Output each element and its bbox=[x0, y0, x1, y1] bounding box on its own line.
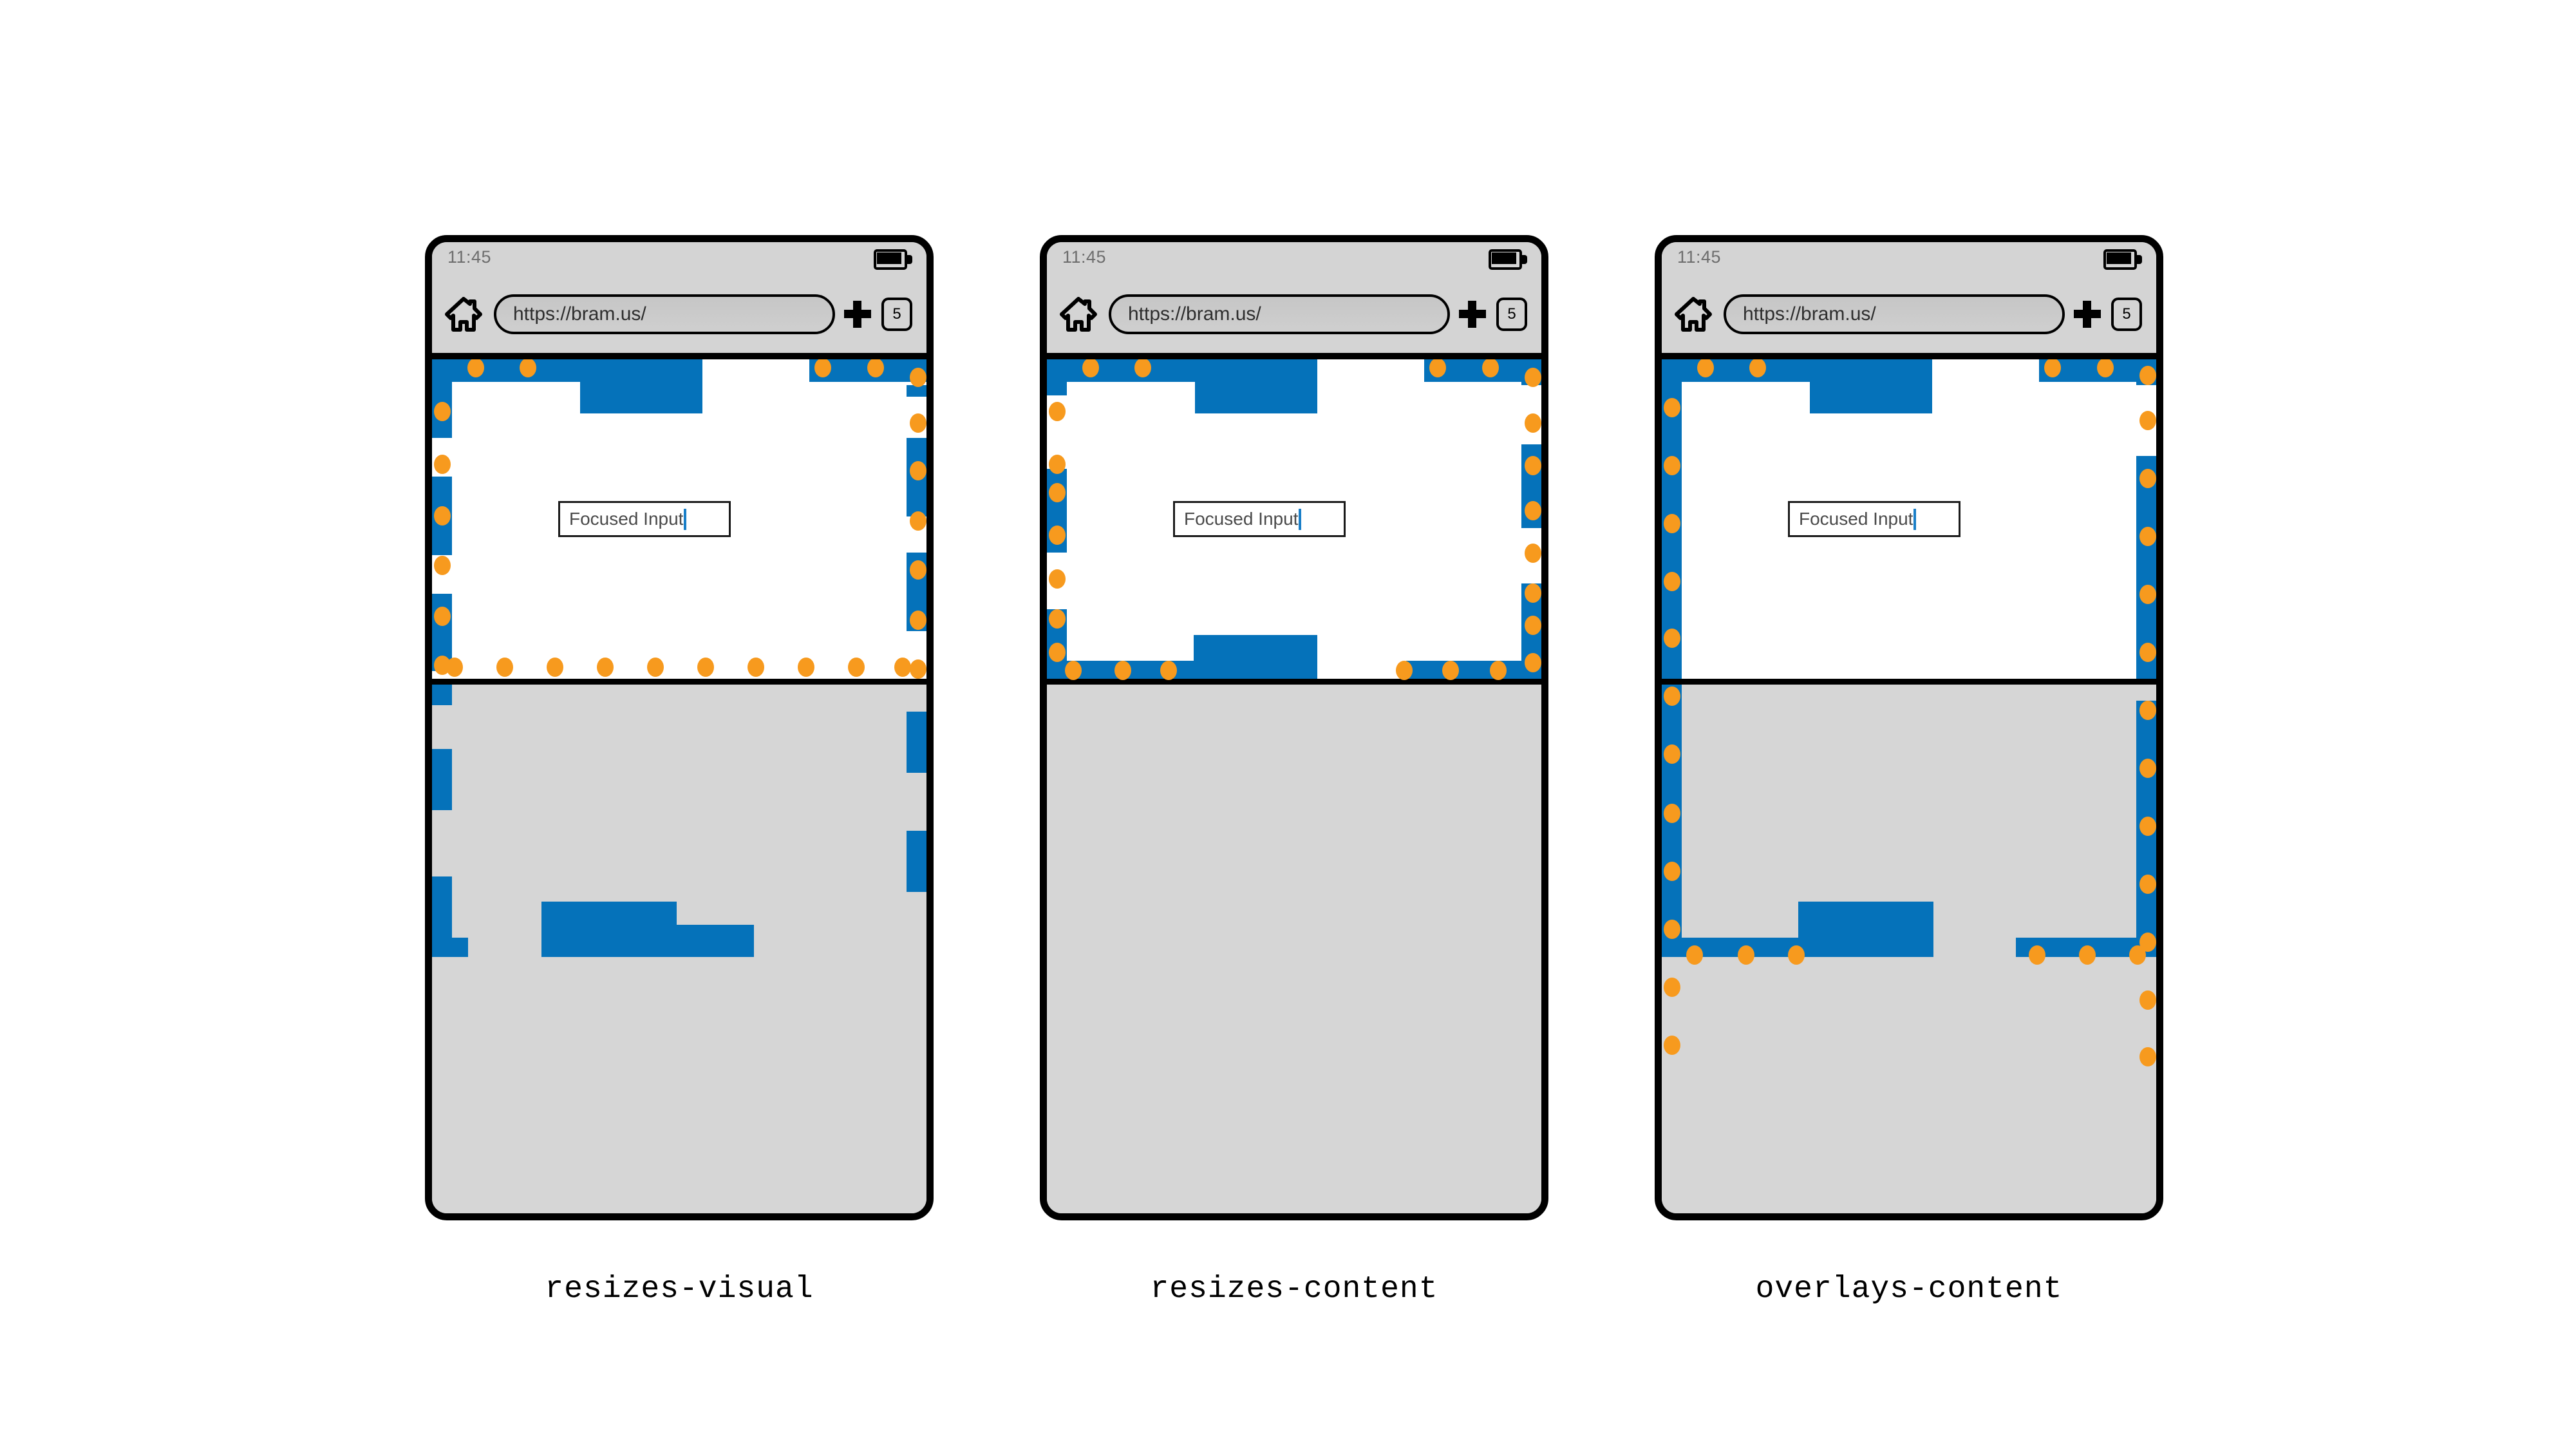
blue-bar bbox=[2136, 359, 2156, 385]
caption-resizes-visual: resizes-visual bbox=[545, 1272, 814, 1307]
blue-bar bbox=[1056, 359, 1195, 382]
blue-bar bbox=[1195, 359, 1317, 413]
blue-bar bbox=[1521, 359, 1541, 385]
blue-bar bbox=[1047, 359, 1067, 395]
phone-overlays-content: 11:45 https://bram.us/ 5 bbox=[1655, 235, 2163, 1220]
focused-input-text: Focused Input bbox=[1799, 509, 1913, 529]
blue-bar bbox=[1662, 685, 1682, 957]
blue-bar bbox=[1810, 359, 1932, 413]
caption-overlays-content: overlays-content bbox=[1755, 1272, 2063, 1307]
plus-icon[interactable] bbox=[1459, 301, 1486, 328]
focused-input[interactable]: Focused Input bbox=[558, 501, 731, 537]
viewport-keyboard-divider bbox=[1662, 679, 2156, 685]
url-bar[interactable]: https://bram.us/ bbox=[1724, 294, 2065, 334]
tab-count-button[interactable]: 5 bbox=[881, 298, 912, 331]
battery-nub bbox=[1522, 255, 1527, 264]
focused-input-text: Focused Input bbox=[569, 509, 684, 529]
blue-bar bbox=[809, 359, 926, 382]
blue-bar bbox=[2136, 701, 2156, 957]
blue-bar bbox=[432, 876, 452, 938]
focused-input[interactable]: Focused Input bbox=[1173, 501, 1346, 537]
browser-chrome: 11:45 https://bram.us/ 5 bbox=[1662, 242, 2156, 359]
browser-toolbar: https://bram.us/ 5 bbox=[1047, 276, 1541, 353]
keyboard-pane bbox=[1662, 685, 2156, 1213]
visual-viewport-pane: Focused Input bbox=[432, 359, 926, 679]
url-bar[interactable]: https://bram.us/ bbox=[494, 294, 835, 334]
status-bar: 11:45 bbox=[432, 242, 926, 276]
status-clock: 11:45 bbox=[1677, 247, 1722, 267]
tab-count-button[interactable]: 5 bbox=[1496, 298, 1527, 331]
blue-bar bbox=[580, 359, 702, 413]
blue-bar bbox=[677, 925, 754, 957]
viewport-keyboard-divider bbox=[432, 679, 926, 685]
url-text: https://bram.us/ bbox=[1128, 303, 1261, 325]
home-icon[interactable] bbox=[1675, 297, 1712, 332]
blue-bar bbox=[432, 359, 452, 438]
battery-icon bbox=[1489, 249, 1527, 270]
blue-bar bbox=[441, 359, 580, 382]
keyboard-pane bbox=[1047, 685, 1541, 1213]
battery-nub bbox=[2137, 255, 2142, 264]
blue-bar bbox=[432, 938, 468, 957]
text-caret bbox=[1913, 508, 1917, 530]
blue-bar bbox=[1047, 469, 1067, 553]
blue-bar bbox=[432, 594, 452, 671]
phone-resizes-visual: 11:45 https://bram.us/ 5 bbox=[425, 235, 934, 1220]
battery-icon bbox=[2103, 249, 2142, 270]
plus-icon[interactable] bbox=[844, 301, 871, 328]
layout-viewport-pane: Focused Input bbox=[1047, 359, 1541, 679]
blue-bar bbox=[907, 553, 926, 631]
blue-bar bbox=[2016, 938, 2156, 957]
battery-fill bbox=[1492, 252, 1516, 264]
blue-bar bbox=[1194, 635, 1317, 679]
home-icon[interactable] bbox=[445, 297, 482, 332]
status-clock: 11:45 bbox=[1062, 247, 1107, 267]
tab-count-button[interactable]: 5 bbox=[2111, 298, 2142, 331]
blue-bar bbox=[1406, 661, 1541, 679]
blue-bar bbox=[907, 438, 926, 516]
blue-bar bbox=[432, 685, 452, 705]
home-icon[interactable] bbox=[1060, 297, 1097, 332]
blue-bar bbox=[1798, 902, 1933, 957]
text-caret bbox=[1299, 508, 1302, 530]
battery-fill bbox=[2107, 252, 2131, 264]
battery-icon bbox=[874, 249, 912, 270]
blue-bar bbox=[1047, 661, 1194, 679]
blue-bar bbox=[907, 831, 926, 892]
status-bar: 11:45 bbox=[1662, 242, 2156, 276]
blue-bar bbox=[2136, 456, 2156, 679]
blue-bar bbox=[907, 712, 926, 773]
blue-bar bbox=[541, 902, 677, 957]
browser-chrome: 11:45 https://bram.us/ 5 bbox=[432, 242, 926, 359]
viewport-keyboard-divider bbox=[1047, 679, 1541, 685]
focused-input-text: Focused Input bbox=[1184, 509, 1299, 529]
browser-toolbar: https://bram.us/ 5 bbox=[1662, 276, 2156, 353]
blue-bar bbox=[1662, 938, 1798, 957]
url-text: https://bram.us/ bbox=[513, 303, 646, 325]
battery-nub bbox=[907, 255, 912, 264]
blue-bar bbox=[1521, 444, 1541, 528]
layout-viewport-pane: Focused Input bbox=[1662, 359, 2156, 679]
plus-icon[interactable] bbox=[2074, 301, 2101, 328]
caption-resizes-content: resizes-content bbox=[1150, 1272, 1438, 1307]
browser-chrome: 11:45 https://bram.us/ 5 bbox=[1047, 242, 1541, 359]
keyboard-pane bbox=[432, 685, 926, 1213]
blue-bar bbox=[907, 385, 926, 397]
blue-bar bbox=[432, 749, 452, 810]
status-clock: 11:45 bbox=[447, 247, 492, 267]
blue-bar bbox=[1671, 359, 1810, 382]
battery-fill bbox=[877, 252, 901, 264]
blue-bar bbox=[432, 477, 452, 555]
status-bar: 11:45 bbox=[1047, 242, 1541, 276]
url-text: https://bram.us/ bbox=[1743, 303, 1876, 325]
browser-toolbar: https://bram.us/ 5 bbox=[432, 276, 926, 353]
focused-input[interactable]: Focused Input bbox=[1788, 501, 1960, 537]
phone-resizes-content: 11:45 https://bram.us/ 5 bbox=[1040, 235, 1548, 1220]
blue-bar bbox=[1662, 359, 1682, 679]
url-bar[interactable]: https://bram.us/ bbox=[1109, 294, 1450, 334]
text-caret bbox=[684, 508, 687, 530]
